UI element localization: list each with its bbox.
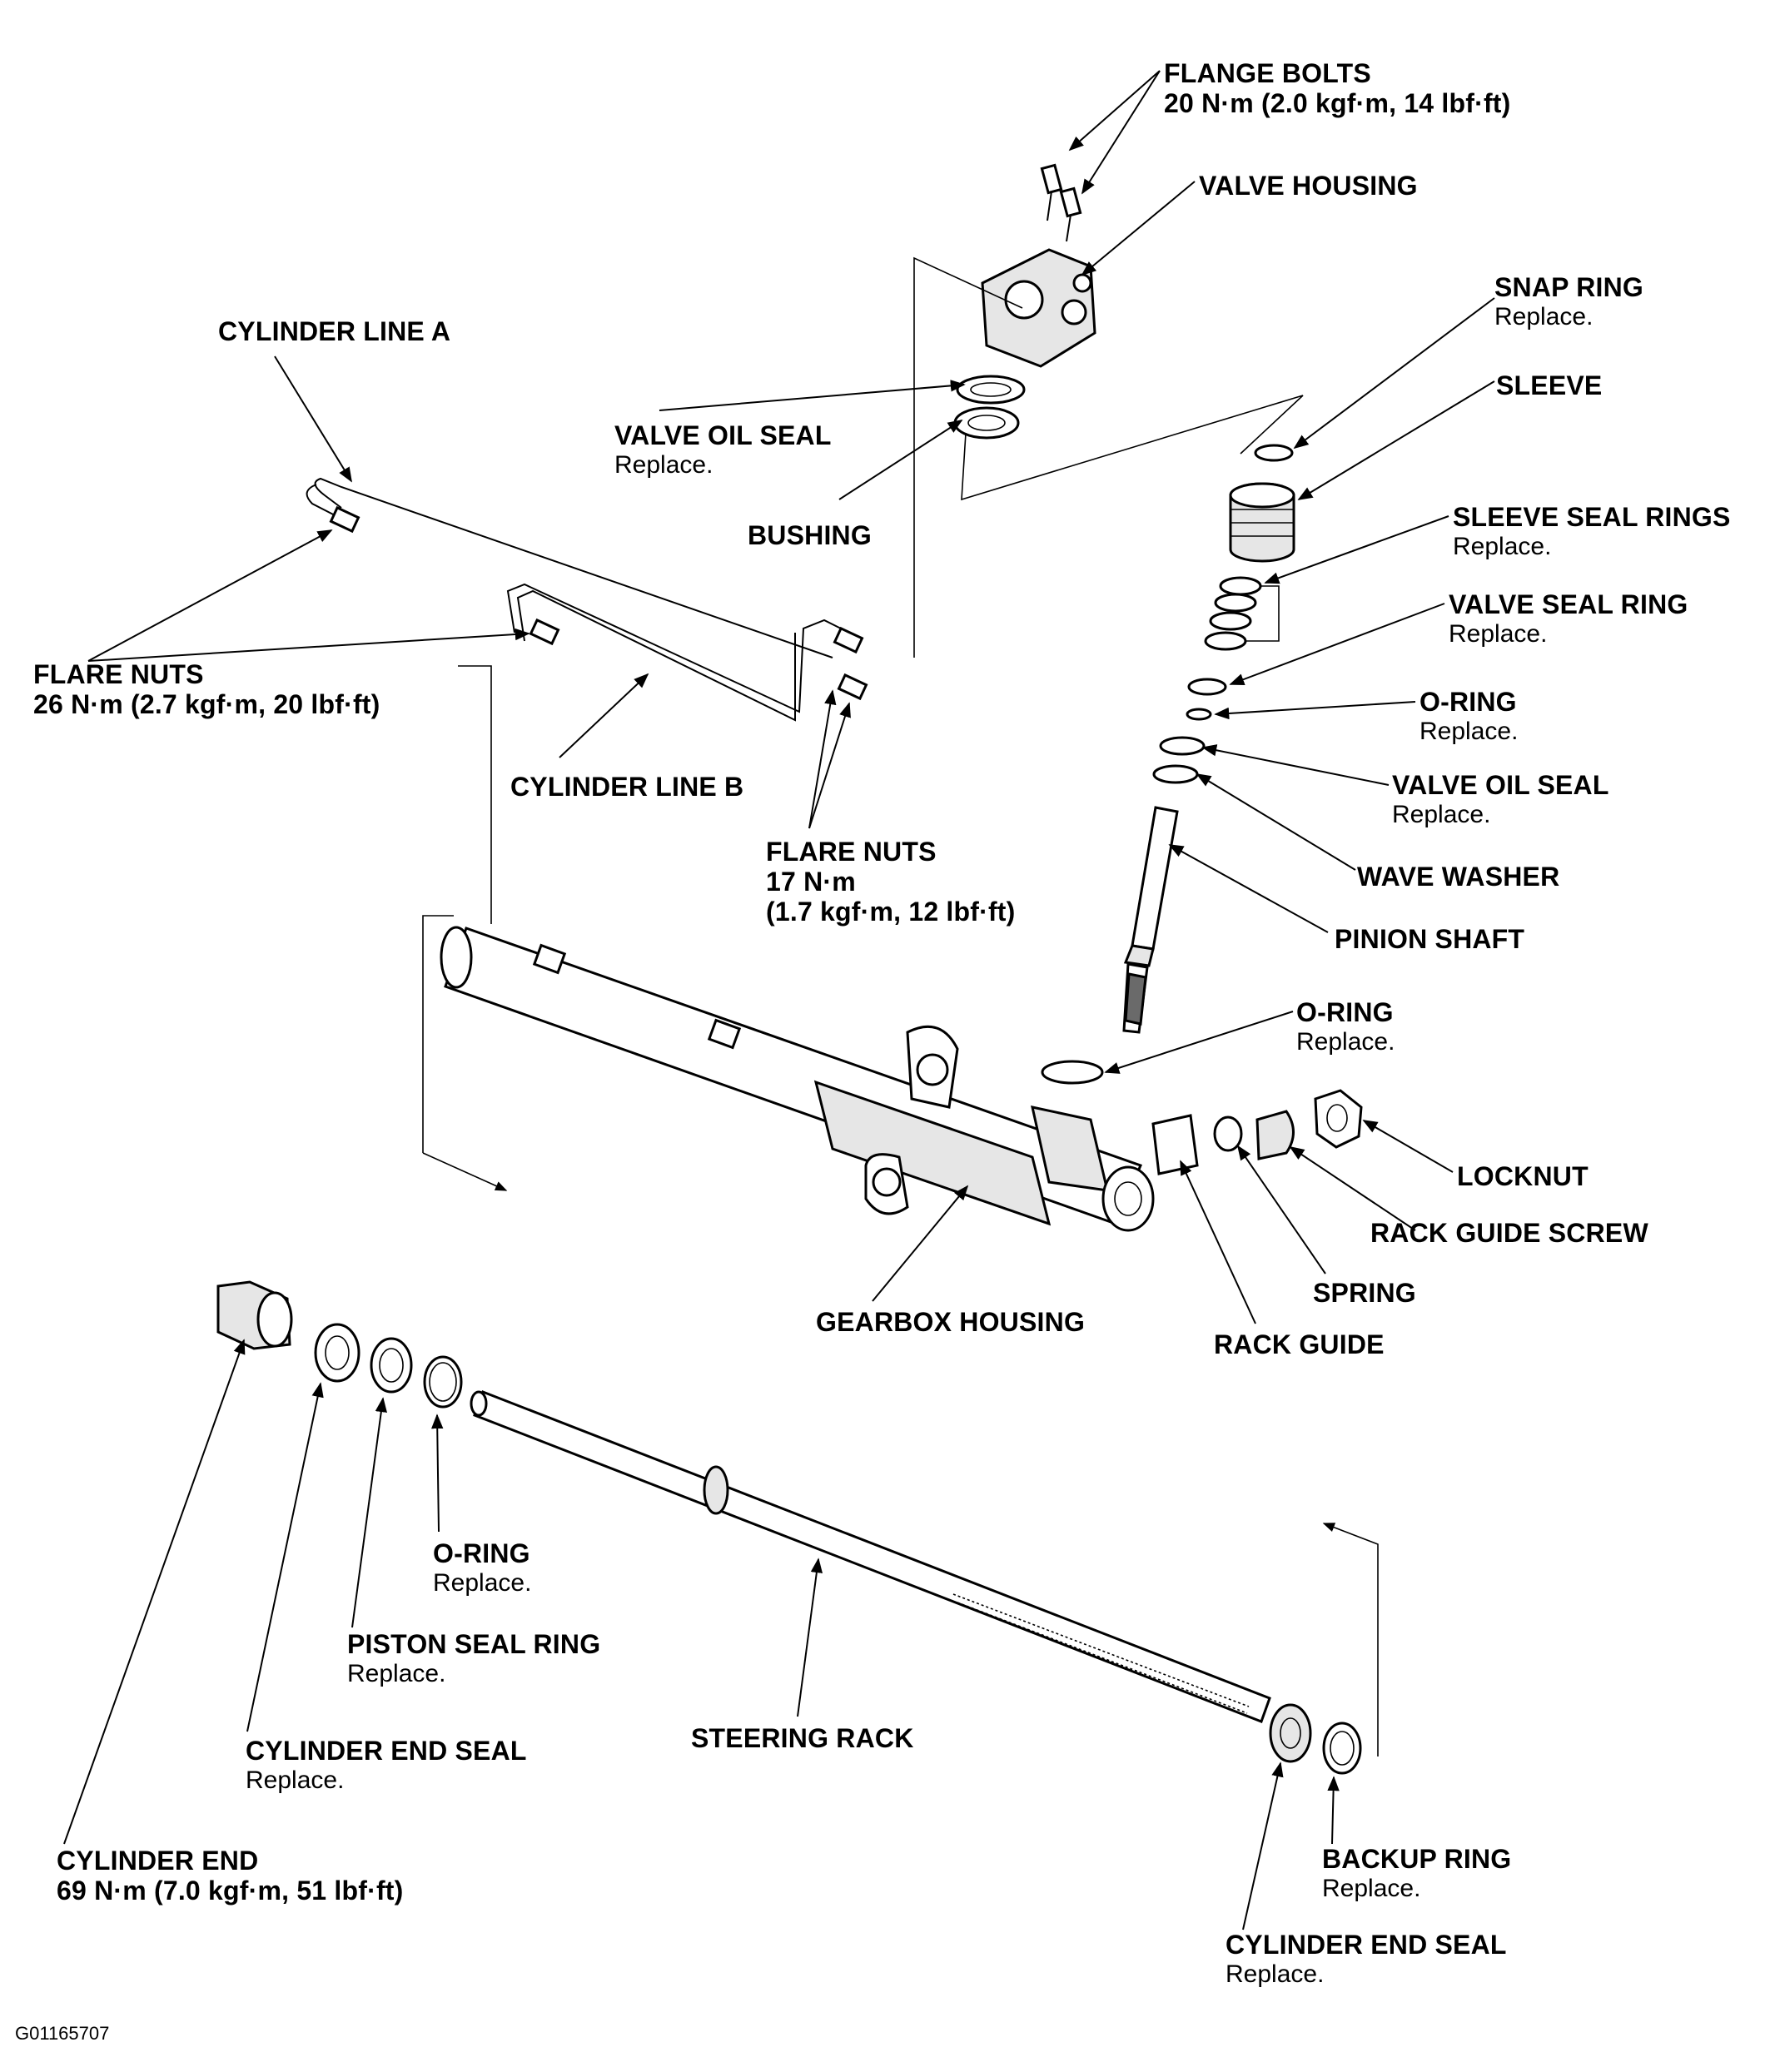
label-title: BACKUP RING <box>1322 1844 1512 1874</box>
label-steering-rack: STEERING RACK <box>691 1723 914 1753</box>
label-title: CYLINDER LINE A <box>218 316 451 346</box>
label-note: Replace. <box>1419 718 1519 745</box>
label-title: FLARE NUTS <box>33 659 204 689</box>
steering-rack-part <box>470 1390 1271 1723</box>
label-title: BUSHING <box>748 520 872 550</box>
valve-oil-seal-and-bushing-parts <box>953 375 1026 440</box>
label-note: Replace. <box>1226 1960 1325 1988</box>
label-locknut: LOCKNUT <box>1457 1161 1589 1191</box>
label-title: O-RING <box>1419 687 1517 717</box>
label-cylinder-line-b: CYLINDER LINE B <box>510 772 743 802</box>
label-title: O-RING <box>1296 997 1394 1027</box>
label-title: LOCKNUT <box>1457 1161 1589 1191</box>
label-note: Replace. <box>1453 533 1552 560</box>
cylinder-end-part <box>216 1280 293 1350</box>
label-o-ring-mid: O-RING Replace. <box>1296 997 1395 1057</box>
label-spec: 26 N·m (2.7 kgf·m, 20 lbf·ft) <box>33 689 380 719</box>
label-title: STEERING RACK <box>691 1723 914 1753</box>
label-title: FLANGE BOLTS <box>1164 58 1371 88</box>
label-rack-guide-screw: RACK GUIDE SCREW <box>1370 1218 1648 1248</box>
label-flare-nuts-mid: FLARE NUTS 17 N·m (1.7 kgf·m, 12 lbf·ft) <box>766 837 1016 927</box>
label-note: Replace. <box>433 1569 532 1597</box>
label-cylinder-end-seal-left: CYLINDER END SEAL Replace. <box>246 1736 527 1796</box>
rack-guide-parts <box>1151 1089 1363 1175</box>
label-valve-seal-ring: VALVE SEAL RING Replace. <box>1449 589 1688 649</box>
label-wave-washer: WAVE WASHER <box>1357 862 1559 892</box>
flange-bolt-parts <box>1040 163 1082 242</box>
label-title: GEARBOX HOUSING <box>816 1307 1086 1337</box>
assembly-guide-lines <box>422 256 1379 1756</box>
label-note: Replace. <box>1322 1875 1421 1902</box>
cylinder-lines <box>306 477 868 722</box>
label-o-ring-lower: O-RING Replace. <box>433 1538 531 1598</box>
label-cylinder-end-seal-right: CYLINDER END SEAL Replace. <box>1226 1930 1507 1990</box>
label-title: VALVE HOUSING <box>1199 171 1418 201</box>
label-piston-seal-ring: PISTON SEAL RING Replace. <box>347 1629 600 1689</box>
gearbox-housing-part <box>440 926 1155 1232</box>
label-title: PISTON SEAL RING <box>347 1629 601 1659</box>
label-note: Replace. <box>614 451 713 479</box>
label-pinion-shaft: PINION SHAFT <box>1335 924 1524 954</box>
pinion-shaft-part <box>1122 806 1179 1034</box>
label-flange-bolts: FLANGE BOLTS 20 N·m (2.0 kgf·m, 14 lbf·f… <box>1164 58 1511 118</box>
label-cylinder-end: CYLINDER END 69 N·m (7.0 kgf·m, 51 lbf·f… <box>57 1846 404 1906</box>
label-note: Replace. <box>1296 1028 1395 1056</box>
label-rack-guide: RACK GUIDE <box>1214 1329 1385 1359</box>
label-title: CYLINDER END SEAL <box>246 1736 527 1766</box>
label-spec: 17 N·m <box>766 867 856 897</box>
seal-rings-lower <box>314 1323 463 1409</box>
label-o-ring-upper: O-RING Replace. <box>1419 687 1518 747</box>
label-note: Replace. <box>1449 620 1548 648</box>
label-title: WAVE WASHER <box>1357 862 1560 892</box>
leader-arrows <box>63 70 1495 1930</box>
label-flare-nuts-left: FLARE NUTS 26 N·m (2.7 kgf·m, 20 lbf·ft) <box>33 659 380 719</box>
label-bushing: BUSHING <box>748 520 872 550</box>
label-spring: SPRING <box>1313 1278 1416 1308</box>
valve-column-parts <box>1152 444 1295 784</box>
label-valve-housing: VALVE HOUSING <box>1199 171 1418 201</box>
valve-housing-part <box>981 248 1096 368</box>
label-snap-ring: SNAP RING Replace. <box>1494 272 1643 332</box>
label-spec: 20 N·m (2.0 kgf·m, 14 lbf·ft) <box>1164 88 1511 118</box>
label-title: O-RING <box>433 1538 530 1568</box>
label-note: Replace. <box>347 1660 446 1687</box>
label-note: Replace. <box>246 1766 345 1794</box>
label-title: CYLINDER LINE B <box>510 772 744 802</box>
label-cylinder-line-a: CYLINDER LINE A <box>218 316 450 346</box>
label-spec-2: (1.7 kgf·m, 12 lbf·ft) <box>766 897 1016 927</box>
label-title: CYLINDER END <box>57 1846 259 1876</box>
label-sleeve: SLEEVE <box>1496 370 1602 400</box>
figure-code: G01165707 <box>15 2023 110 2044</box>
label-title: SPRING <box>1313 1278 1416 1308</box>
label-title: SLEEVE <box>1496 370 1603 400</box>
label-title: PINION SHAFT <box>1335 924 1525 954</box>
label-valve-oil-seal-left: VALVE OIL SEAL Replace. <box>614 420 832 480</box>
label-title: RACK GUIDE SCREW <box>1370 1218 1648 1248</box>
label-spec: 69 N·m (7.0 kgf·m, 51 lbf·ft) <box>57 1876 404 1906</box>
label-title: RACK GUIDE <box>1214 1329 1385 1359</box>
label-sleeve-seal-rings: SLEEVE SEAL RINGS Replace. <box>1453 502 1731 562</box>
label-backup-ring: BACKUP RING Replace. <box>1322 1844 1511 1904</box>
label-title: CYLINDER END SEAL <box>1226 1930 1507 1960</box>
label-title: VALVE OIL SEAL <box>1392 770 1609 800</box>
label-title: FLARE NUTS <box>766 837 937 867</box>
label-title: VALVE OIL SEAL <box>614 420 832 450</box>
label-title: SNAP RING <box>1494 272 1644 302</box>
label-title: SLEEVE SEAL RINGS <box>1453 502 1731 532</box>
label-note: Replace. <box>1494 303 1593 330</box>
label-gearbox-housing: GEARBOX HOUSING <box>816 1307 1085 1337</box>
label-note: Replace. <box>1392 801 1491 828</box>
label-title: VALVE SEAL RING <box>1449 589 1688 619</box>
label-valve-oil-seal-right: VALVE OIL SEAL Replace. <box>1392 770 1609 830</box>
lower-right-rings <box>1269 1703 1362 1775</box>
